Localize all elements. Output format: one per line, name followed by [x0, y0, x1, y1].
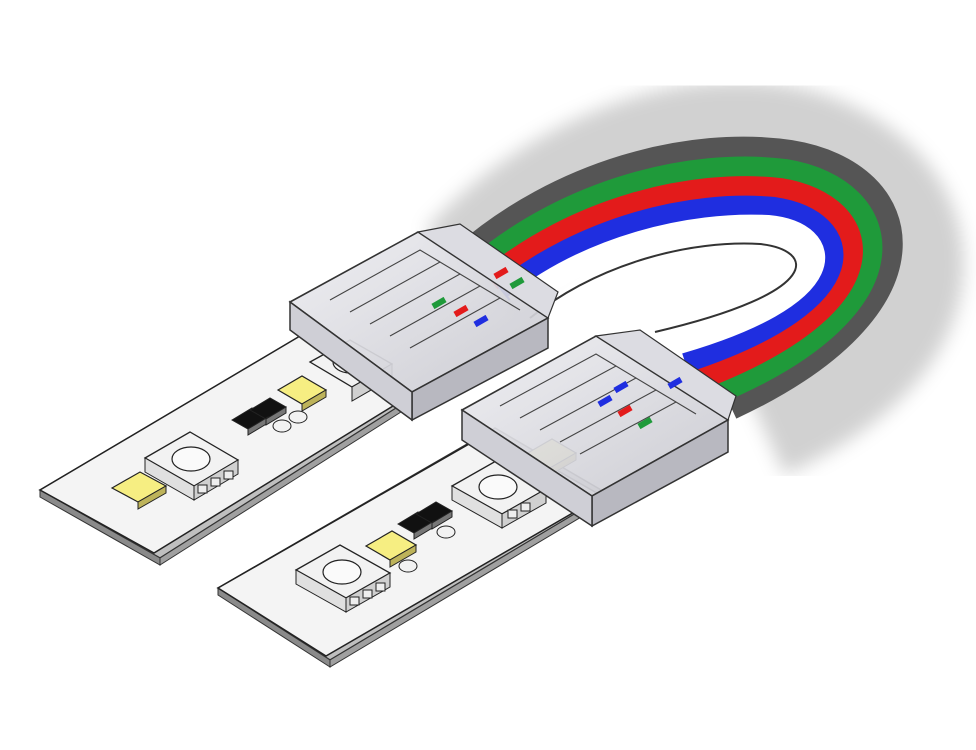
led-yellow-top-1 [110, 471, 168, 510]
led-strip-bottom [216, 427, 610, 668]
wire-green [469, 156, 883, 404]
led-yellow-bottom-1 [364, 530, 418, 573]
wire-bundle [455, 136, 903, 419]
connector-housing-bottom [460, 329, 737, 528]
led-yellow-top-2 [276, 375, 328, 412]
connector-housing-top [288, 223, 559, 422]
wire-red [482, 176, 863, 390]
wire-white [508, 214, 826, 357]
wire-grey [455, 136, 903, 419]
rgb-chip-bottom-2 [450, 460, 548, 529]
wire-blue [495, 195, 844, 373]
wire-white-edge [529, 242, 797, 333]
resistors-bottom [397, 501, 456, 540]
resistors-top [231, 397, 308, 436]
rgb-chip-top-1 [143, 431, 240, 501]
rgb-chip-bottom-1 [294, 544, 392, 613]
